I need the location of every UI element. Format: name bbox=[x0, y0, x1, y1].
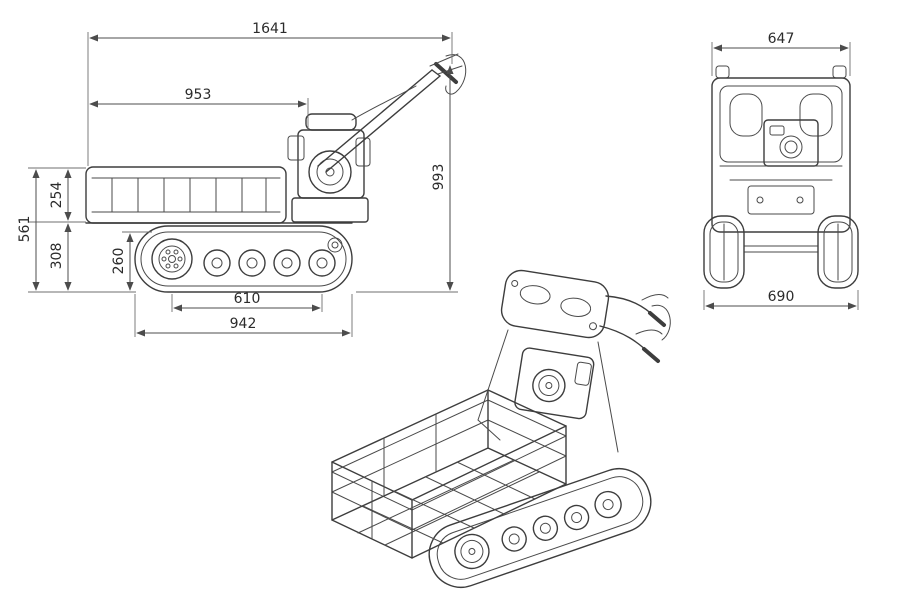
dim-top-width: 647 bbox=[768, 31, 795, 47]
isometric-view-drawing bbox=[331, 269, 671, 588]
dim-track-height: 308 bbox=[49, 243, 65, 270]
dim-wheel-height: 260 bbox=[111, 248, 127, 275]
dim-overall-length: 1641 bbox=[252, 21, 288, 37]
dim-bed-side-height: 254 bbox=[49, 182, 65, 209]
dim-overall-width: 690 bbox=[768, 289, 795, 305]
dim-handle-height: 993 bbox=[431, 164, 447, 191]
front-view-drawing bbox=[703, 65, 859, 289]
side-view-dimensions: 1641 953 993 561 254 308 260 610 942 bbox=[17, 21, 458, 337]
dim-bed-length: 953 bbox=[185, 87, 212, 103]
dim-track-length: 942 bbox=[230, 316, 257, 332]
side-view-drawing bbox=[85, 53, 467, 293]
dim-body-height: 561 bbox=[17, 216, 33, 243]
dim-wheel-base: 610 bbox=[234, 291, 261, 307]
front-view-dimensions: 647 690 bbox=[703, 31, 859, 310]
